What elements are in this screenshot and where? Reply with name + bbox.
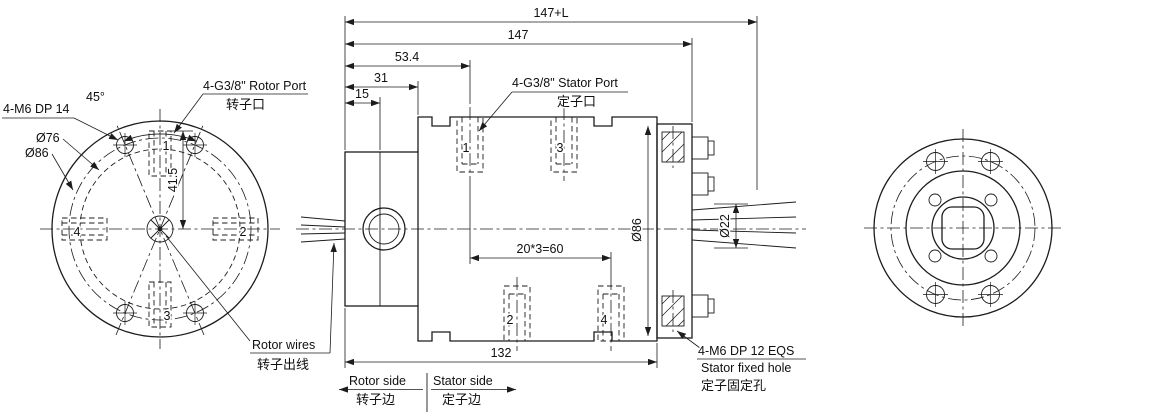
dia-22-text: Ø22 <box>718 214 732 238</box>
side-port-number-2: 2 <box>507 313 514 327</box>
dimension-147: 147 <box>345 27 692 48</box>
flange-fixed-hole-bottom <box>661 290 685 332</box>
side-port-number-1: 1 <box>463 141 470 155</box>
dimension-147L: 147+L <box>345 5 757 26</box>
rotor-port-2 <box>212 217 259 241</box>
dimension-dia22: Ø22 <box>714 203 748 249</box>
dia-76-text: Ø76 <box>36 131 60 145</box>
dim-31-text: 31 <box>374 71 388 85</box>
stator-connectors <box>691 136 715 318</box>
dimension-extension-lines <box>344 16 758 368</box>
dim-53-4-text: 53.4 <box>395 50 419 64</box>
m6-note-text: 4-M6 DP 14 <box>3 102 70 116</box>
side-legend: Rotor side 转子边 Stator side 定子边 <box>339 373 516 412</box>
rotor-port-text-en: 4-G3/8" Rotor Port <box>203 79 307 93</box>
port-number-2: 2 <box>240 225 247 239</box>
rotor-wires-note: Rotor wires 转子出线 <box>165 235 337 374</box>
dia-76-note: Ø76 <box>35 130 100 171</box>
fixed-hole-text-cn: 定子固定孔 <box>701 378 766 393</box>
stator-port-1 <box>456 107 484 181</box>
side-section-view: 1 3 2 4 <box>296 5 806 395</box>
stator-port-3 <box>550 107 578 181</box>
dimension-53-4: 53.4 <box>345 49 470 70</box>
dia-86-note: Ø86 <box>24 145 74 191</box>
dimension-41-5: 41.5 <box>165 130 193 229</box>
port-number-4: 4 <box>74 225 81 239</box>
centerline-diagonal-1 <box>115 122 205 336</box>
rotor-side-text-en: Rotor side <box>349 374 406 388</box>
rotor-wires <box>300 216 346 243</box>
rotor-wires-text-cn: 转子出线 <box>257 357 309 372</box>
dia-86-side-text: Ø86 <box>630 218 644 242</box>
dim-pitch-text: 20*3=60 <box>517 242 564 256</box>
stator-fixed-hole-note: 4-M6 DP 12 EQS Stator fixed hole 定子固定孔 <box>676 330 806 395</box>
port-number-3: 3 <box>164 309 171 323</box>
dim-15-text: 15 <box>355 87 369 101</box>
stator-wires <box>691 201 797 249</box>
stator-port-text-en: 4-G3/8" Stator Port <box>512 76 618 90</box>
dimension-pitch: 20*3=60 <box>469 181 612 277</box>
stator-port-4 <box>597 277 625 351</box>
dim-41-5-text: 41.5 <box>166 168 180 192</box>
dim-132-text: 132 <box>491 346 512 360</box>
stator-port-2 <box>503 277 531 351</box>
rotor-side-text-cn: 转子边 <box>356 392 395 407</box>
centerline-diagonal-2 <box>115 122 205 336</box>
rotor-port-note: 4-G3/8" Rotor Port 转子口 <box>173 78 308 134</box>
port-number-1: 1 <box>163 139 170 153</box>
dim-147-text: 147 <box>508 28 529 42</box>
rotor-port-3 <box>148 281 172 328</box>
rotor-end-view: 41.5 45° 4-M6 DP 14 4-G3/8" Rotor Port 转… <box>2 78 337 374</box>
stator-side-text-cn: 定子边 <box>442 392 481 407</box>
stator-port-text-cn: 定子口 <box>557 94 596 109</box>
side-port-number-4: 4 <box>601 313 608 327</box>
side-port-number-3: 3 <box>557 141 564 155</box>
stator-center-bore <box>931 196 995 260</box>
dia-86-text: Ø86 <box>25 146 49 160</box>
flange-fixed-hole-top <box>661 126 685 168</box>
dimension-31: 31 <box>345 70 418 91</box>
stator-flange <box>656 123 693 339</box>
body-outline <box>344 116 693 342</box>
stator-port-note: 4-G3/8" Stator Port 定子口 <box>478 75 628 132</box>
fixed-hole-text-en: Stator fixed hole <box>701 361 791 375</box>
rotor-side-port-circle <box>362 207 406 251</box>
circle-76 <box>79 148 241 310</box>
rotor-wires-text-en: Rotor wires <box>252 338 315 352</box>
stator-inner-holes <box>928 193 998 263</box>
stator-bolt-holes <box>923 149 1003 307</box>
rotor-port-1 <box>148 130 172 177</box>
dim-147L-text: 147+L <box>533 6 568 20</box>
dimension-45deg: 45° <box>85 89 197 142</box>
stator-side-text-en: Stator side <box>433 374 493 388</box>
dimension-15: 15 <box>345 86 380 107</box>
m6-note: 4-M6 DP 14 <box>2 101 119 141</box>
angle-45-text: 45° <box>86 90 105 104</box>
rotor-port-4 <box>61 217 108 241</box>
dimension-132: 132 <box>345 345 657 366</box>
fixed-hole-note-text: 4-M6 DP 12 EQS <box>698 344 794 358</box>
rotor-port-text-cn: 转子口 <box>226 97 265 112</box>
stator-end-view <box>864 129 1062 327</box>
center-wire-exit <box>146 215 174 243</box>
dimension-dia86: Ø86 <box>629 126 652 336</box>
